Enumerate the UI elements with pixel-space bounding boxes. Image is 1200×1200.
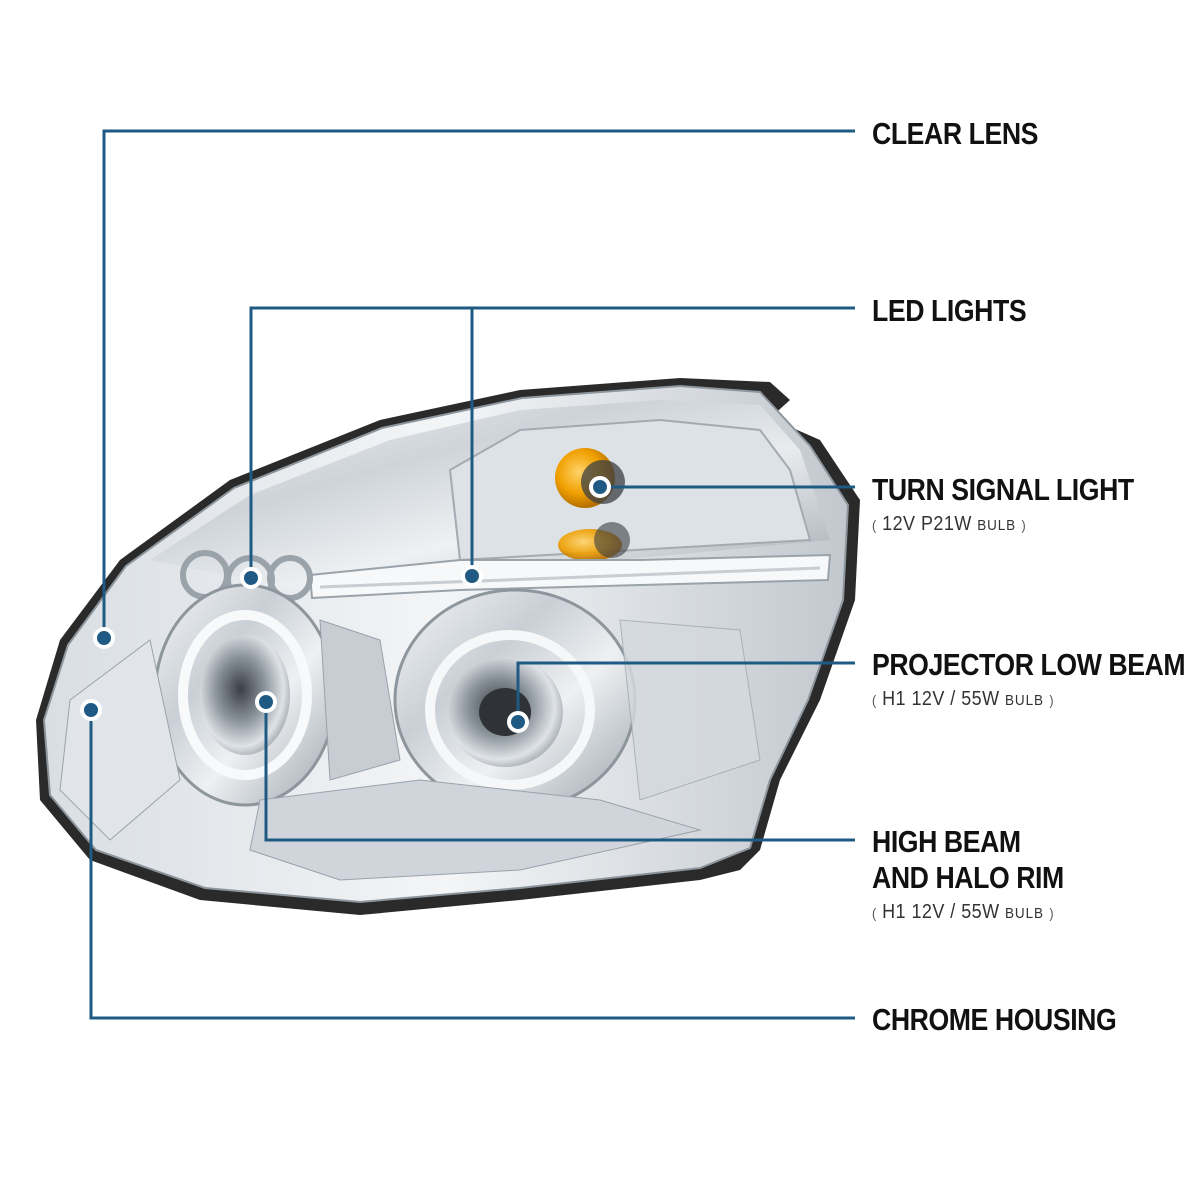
dot-led-right	[461, 565, 483, 587]
turn-signal-spec: ( 12V P21W BULB )	[872, 513, 1027, 535]
callout-led-lights: LED LIGHTS	[872, 293, 1051, 329]
projector-low-beam-title: PROJECTOR LOW BEAM	[872, 647, 1186, 682]
dot-turn-signal	[589, 476, 611, 498]
high-beam-title-line1: HIGH BEAM	[872, 824, 1021, 859]
led-lights-title: LED LIGHTS	[872, 293, 1027, 328]
leader-chrome-housing	[89, 710, 855, 1020]
leader-projector	[516, 661, 855, 722]
chrome-housing-title: CHROME HOUSING	[872, 1002, 1117, 1037]
callout-clear-lens: CLEAR LENS	[872, 116, 1065, 152]
dot-chrome-housing	[80, 699, 102, 721]
leader-clear-lens	[102, 129, 855, 638]
callout-chrome-housing: CHROME HOUSING	[872, 1002, 1156, 1038]
clear-lens-title: CLEAR LENS	[872, 116, 1039, 151]
dot-projector	[507, 711, 529, 733]
high-beam-spec: ( H1 12V / 55W BULB )	[872, 901, 1055, 923]
dot-clear-lens	[93, 627, 115, 649]
projector-low-beam-spec: ( H1 12V / 55W BULB )	[872, 688, 1055, 710]
leader-led-left	[249, 306, 855, 578]
dot-led-left	[240, 567, 262, 589]
dot-high-beam	[255, 691, 277, 713]
callout-projector-low-beam: PROJECTOR LOW BEAM ( H1 12V / 55W BULB )	[872, 647, 1200, 713]
turn-signal-title: TURN SIGNAL LIGHT	[872, 472, 1134, 507]
high-beam-title-line2: AND HALO RIM	[872, 860, 1064, 895]
callout-high-beam: HIGH BEAM AND HALO RIM ( H1 12V / 55W BU…	[872, 824, 1095, 926]
leader-high-beam	[264, 702, 855, 842]
callout-turn-signal: TURN SIGNAL LIGHT ( 12V P21W BULB )	[872, 472, 1176, 538]
